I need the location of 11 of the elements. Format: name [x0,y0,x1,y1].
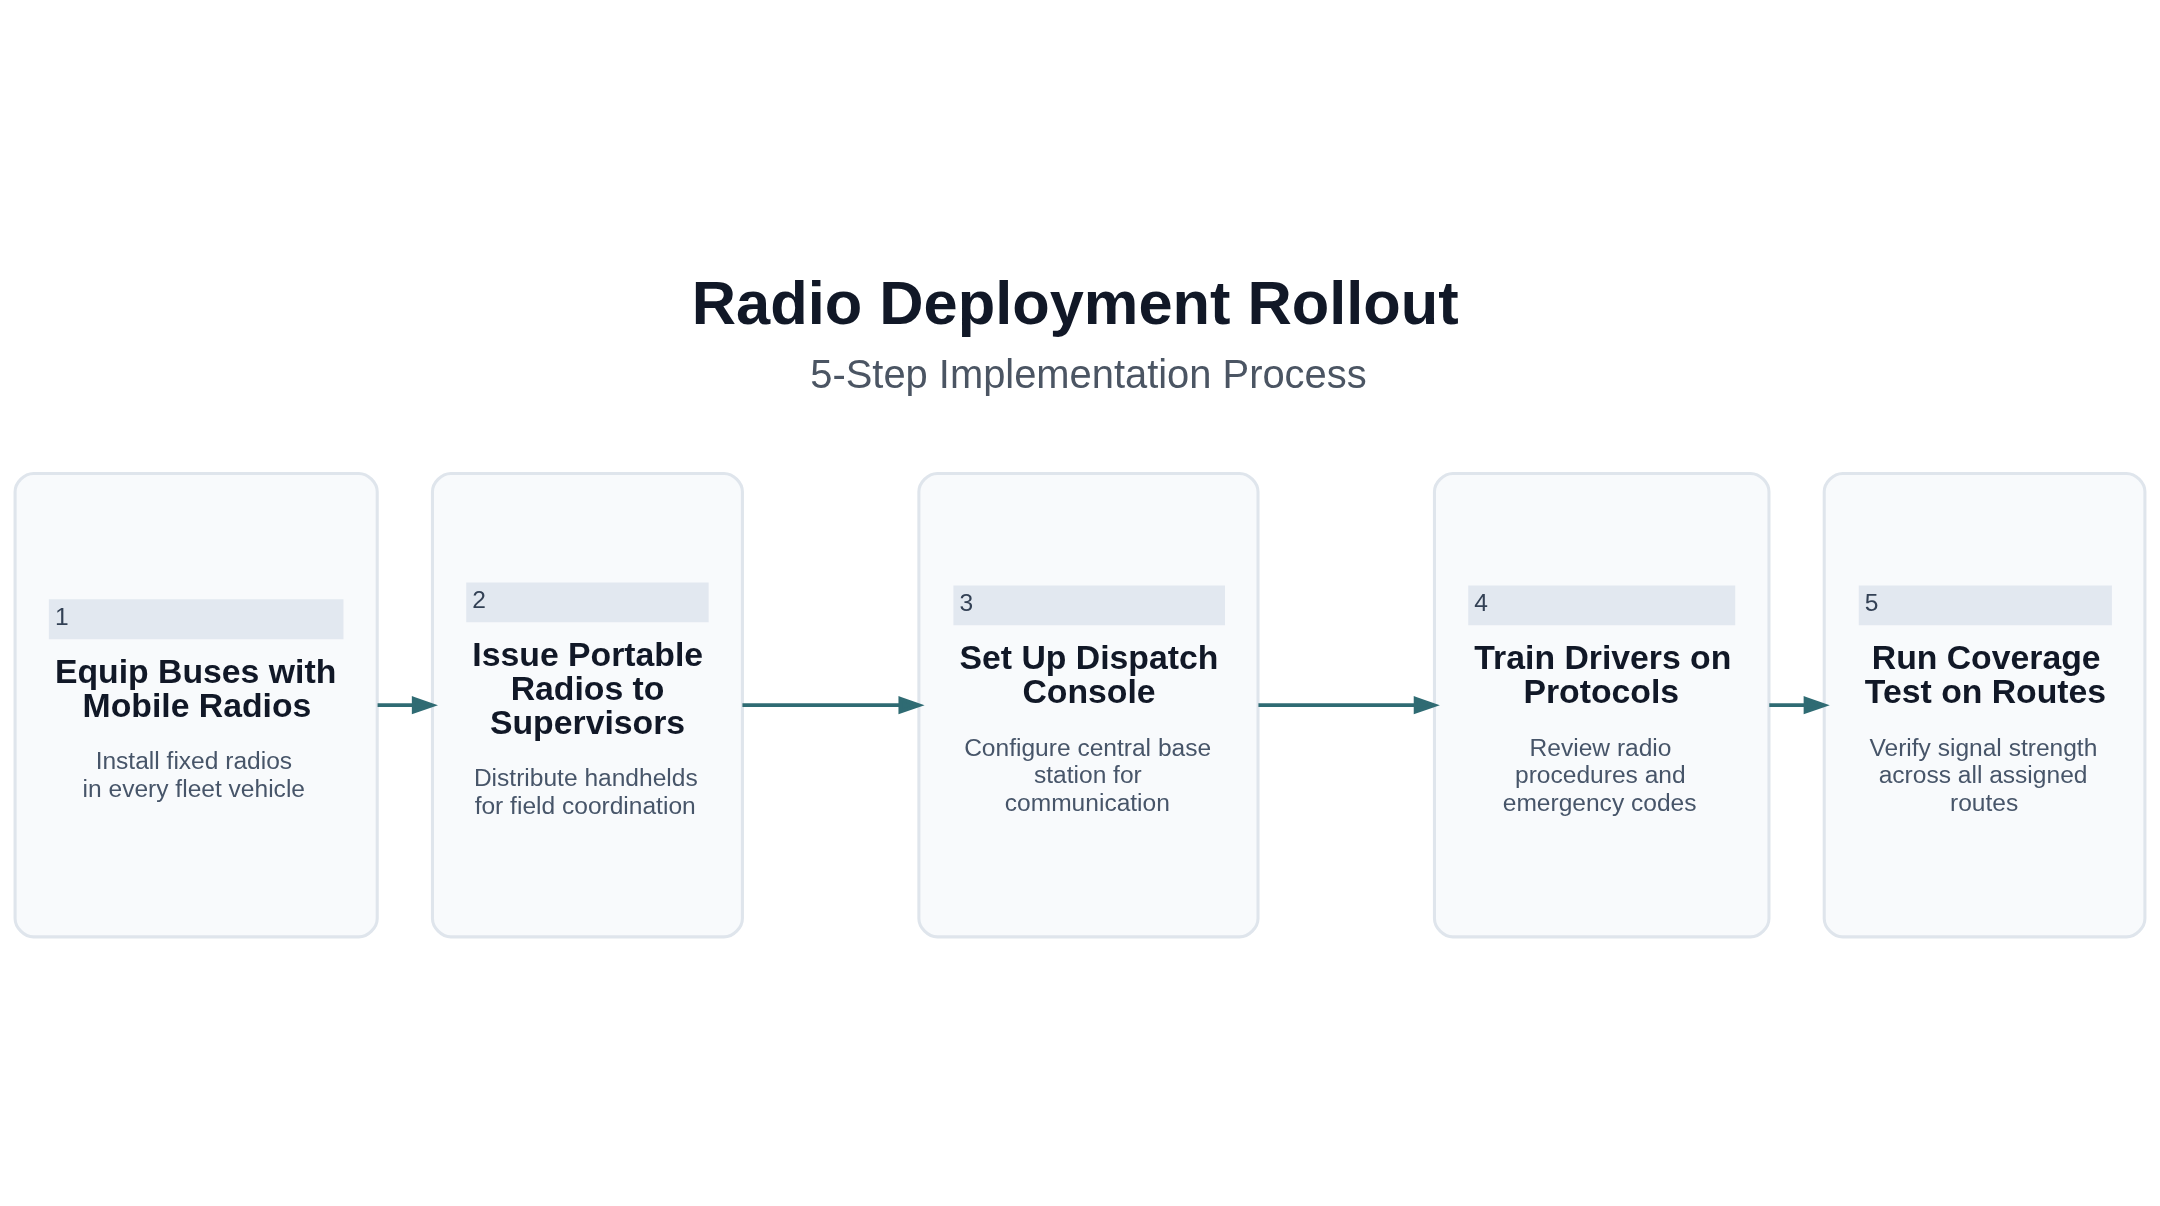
node-box: 5 Run Coverage Test on Routes Verify signal strength across all assigned routes [1822,471,2147,938]
node-box: 3 Set Up Dispatch Console Configure central base station for communication [917,471,1260,938]
arrow [377,695,438,714]
arrow [1258,695,1440,714]
label: 5-Step Implementation Process [810,351,1367,396]
diagram-title: Radio Deployment Rollout [691,267,1459,337]
arrow [1769,695,1830,714]
arrow [742,695,925,714]
node-box: 4 Train Drivers on Protocols Review radio procedures and emergency codes [1432,471,1771,938]
node-box: 1 Equip Buses with Mobile Radios Install fixed radios in every fleet vehicle [13,471,379,938]
node-box: 2 Issue Portable Radios to Supervisors Distribute handhelds for field coordination [430,471,744,938]
